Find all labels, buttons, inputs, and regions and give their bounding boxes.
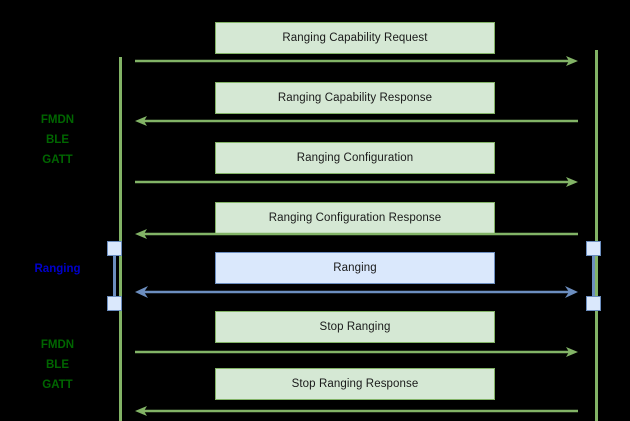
phase-ranging: Ranging: [34, 263, 81, 275]
message-label-3: Ranging Configuration: [296, 152, 414, 164]
left-activation-start: [107, 241, 122, 256]
right-activation-start: [586, 241, 601, 256]
right-lifeline: [595, 50, 598, 421]
message-box-3: Ranging Configuration: [215, 142, 495, 174]
message-label-4: Ranging Configuration Response: [268, 212, 442, 224]
right-activation-end: [586, 296, 601, 311]
message-box-7: Stop Ranging Response: [215, 368, 495, 400]
left-activation-end: [107, 296, 122, 311]
message-box-4: Ranging Configuration Response: [215, 202, 495, 234]
message-box-5: Ranging: [215, 252, 495, 284]
message-label-7: Stop Ranging Response: [291, 378, 419, 390]
message-label-5: Ranging: [333, 262, 377, 274]
message-label-6: Stop Ranging: [319, 321, 391, 333]
right-activation-bar: [592, 248, 595, 303]
message-label-1: Ranging Capability Request: [282, 32, 428, 44]
message-box-2: Ranging Capability Response: [215, 82, 495, 114]
left-activation-bar: [113, 248, 116, 303]
left-lifeline: [119, 57, 122, 421]
phase-fmdn-ble-gatt-bottom: FMDN BLE GATT: [40, 339, 75, 391]
message-box-6: Stop Ranging: [215, 311, 495, 343]
phase-fmdn-ble-gatt-top: FMDN BLE GATT: [40, 114, 75, 166]
message-box-1: Ranging Capability Request: [215, 22, 495, 54]
message-label-2: Ranging Capability Response: [277, 92, 433, 104]
